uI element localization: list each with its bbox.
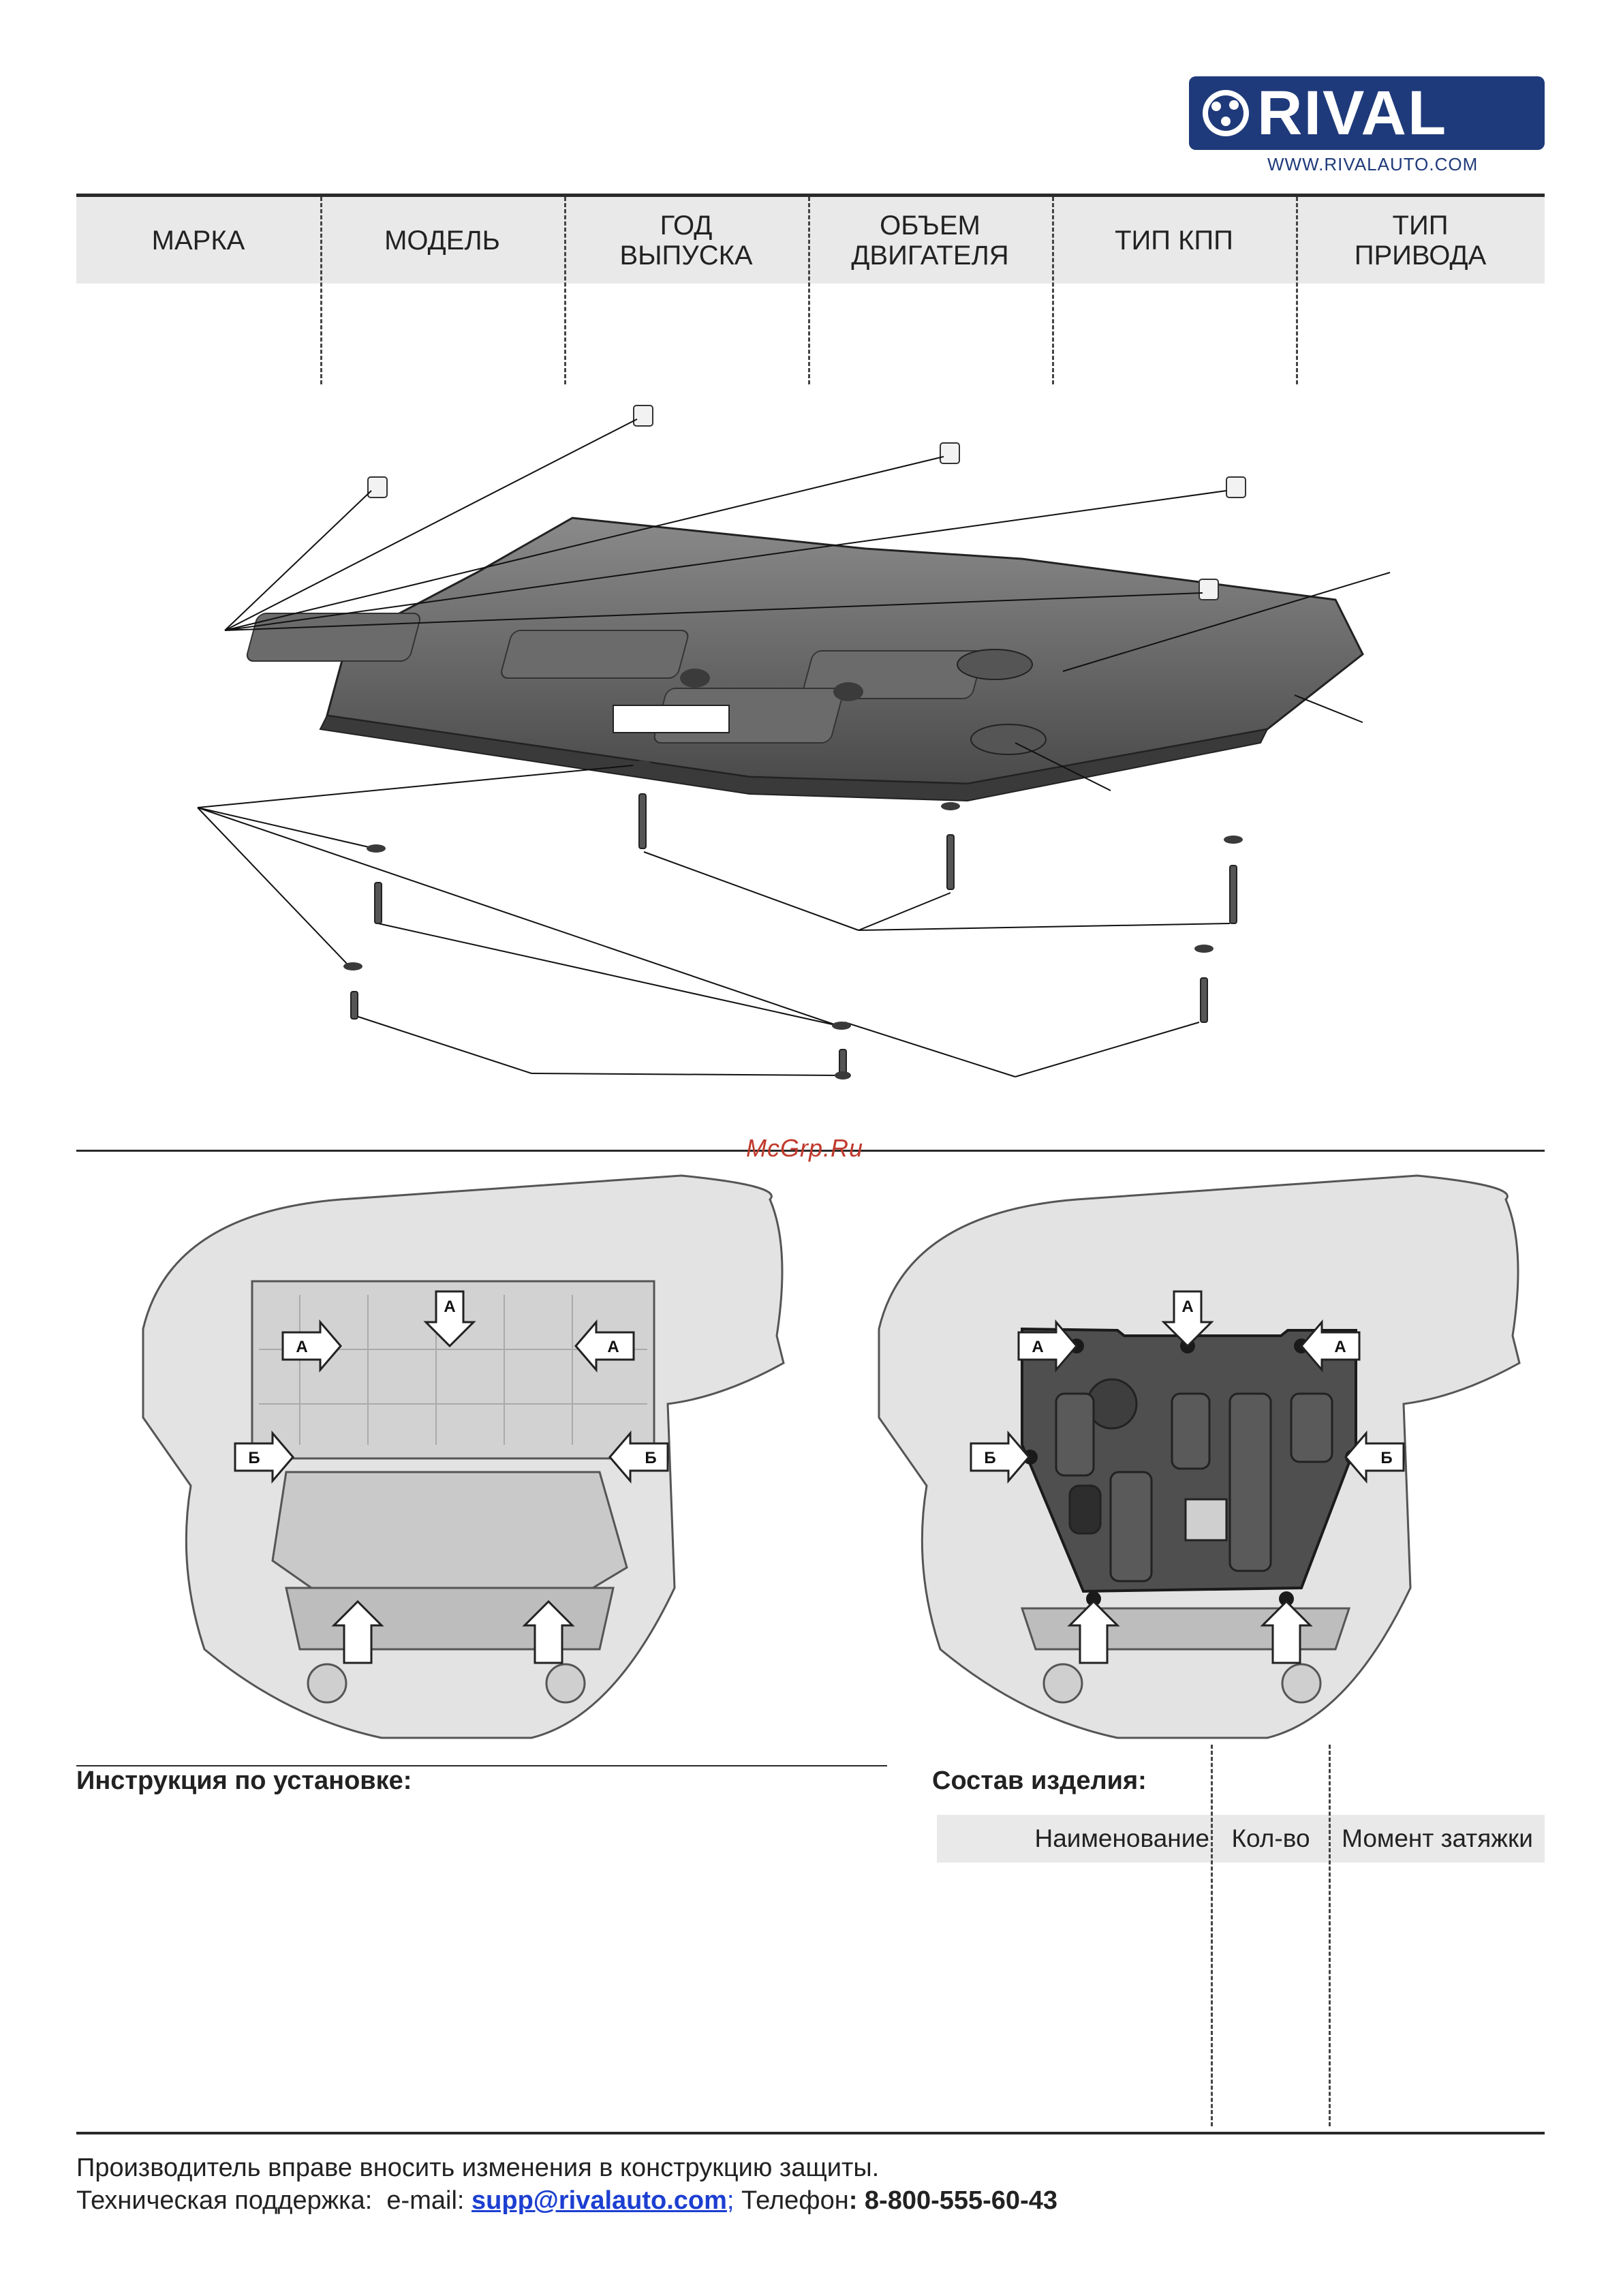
marker-a-label: А	[607, 1338, 619, 1356]
plate-reliefs	[1055, 1378, 1333, 1582]
marker-b-label: Б	[984, 1449, 995, 1467]
section-divider	[76, 1150, 1545, 1152]
footer-rule	[76, 2132, 1545, 2134]
parts-col-torque: Момент затяжки	[1342, 1824, 1533, 1852]
washer-shape	[343, 761, 1243, 1080]
arrow-b-left-2	[608, 1430, 669, 1484]
support-label: Техническая поддержка: e-mail:	[76, 2186, 472, 2215]
brand-url[interactable]: WWW.RIVALAUTO.COM	[1267, 154, 1479, 174]
arrow-up-right-1	[1067, 1599, 1120, 1664]
support-email-link[interactable]: supp@rivalauto.com	[472, 2186, 727, 2215]
arrow-up-left-1	[331, 1599, 384, 1664]
installation-views-diagram	[142, 1174, 1521, 1739]
skid-plate-shape	[246, 517, 1364, 802]
parts-title: Состав изделия:	[932, 1766, 1147, 1795]
car-underbody-left-shape	[142, 1174, 785, 1739]
arrow-up-left-2	[522, 1599, 575, 1664]
marker-b-label: Б	[248, 1449, 260, 1467]
header-col-engine: ОБЪЕМ ДВИГАТЕЛЯ	[851, 210, 1009, 271]
marker-a-label: А	[1334, 1338, 1346, 1356]
phone-label: Телефон	[734, 2186, 849, 2215]
arrow-b-right-2	[1344, 1430, 1405, 1484]
arrow-b-left-1	[234, 1430, 294, 1484]
header-divider	[808, 197, 810, 384]
support-email-suffix: ;	[726, 2186, 735, 2215]
header-col-brand: МАРКА	[151, 225, 245, 256]
footer-disclaimer: Производитель вправе вносить изменения в…	[76, 2154, 880, 2182]
support-phone: : 8-800-555-60-43	[848, 2186, 1057, 2215]
parts-col-qty: Кол-во	[1231, 1824, 1310, 1852]
brand-name: RIVAL	[1257, 78, 1448, 148]
arrow-a-left-1	[281, 1319, 342, 1373]
parts-divider	[1211, 1745, 1213, 2126]
header-col-gearbox: ТИП КПП	[1115, 225, 1233, 256]
parts-table-header	[937, 1815, 1545, 1863]
header-divider	[1296, 197, 1298, 384]
marker-a-label: А	[444, 1298, 455, 1316]
logo-emblem-icon	[1203, 90, 1249, 136]
marker-a-label: А	[296, 1338, 307, 1356]
parts-divider	[1329, 1745, 1331, 2126]
instructions-title: Инструкция по установке:	[76, 1766, 412, 1795]
header-top-rule	[76, 194, 1545, 197]
arrow-b-right-1	[970, 1430, 1030, 1484]
header-divider	[564, 197, 566, 384]
watermark-text: McGrp.Ru	[746, 1134, 864, 1162]
exploded-view-diagram	[197, 405, 1391, 1080]
brand-logo: RIVAL	[1189, 76, 1545, 150]
arrow-up-right-2	[1260, 1599, 1313, 1664]
parts-col-name: Наименование	[1034, 1824, 1210, 1852]
header-col-year: ГОД ВЫПУСКА	[619, 210, 753, 271]
arrow-a-left-2	[423, 1290, 476, 1348]
arrow-a-right-2	[1161, 1290, 1214, 1348]
marker-b-label: Б	[1380, 1449, 1392, 1467]
header-col-model: МОДЕЛЬ	[384, 225, 500, 256]
arrow-a-left-3	[574, 1319, 635, 1373]
leader-lines	[197, 418, 1391, 1077]
footer-support: Техническая поддержка: e-mail: supp@riva…	[76, 2186, 1057, 2216]
arrow-a-right-1	[1017, 1319, 1078, 1373]
instructions-rule	[76, 1765, 887, 1766]
marker-a-label: А	[1032, 1338, 1043, 1356]
marker-a-label: А	[1181, 1298, 1193, 1316]
spacer-bushing-shape	[367, 405, 1246, 600]
marker-b-label: Б	[645, 1449, 656, 1467]
header-divider	[320, 197, 322, 384]
arrow-a-right-3	[1300, 1319, 1361, 1373]
header-divider	[1052, 197, 1054, 384]
header-col-drive: ТИП ПРИВОДА	[1354, 210, 1487, 271]
